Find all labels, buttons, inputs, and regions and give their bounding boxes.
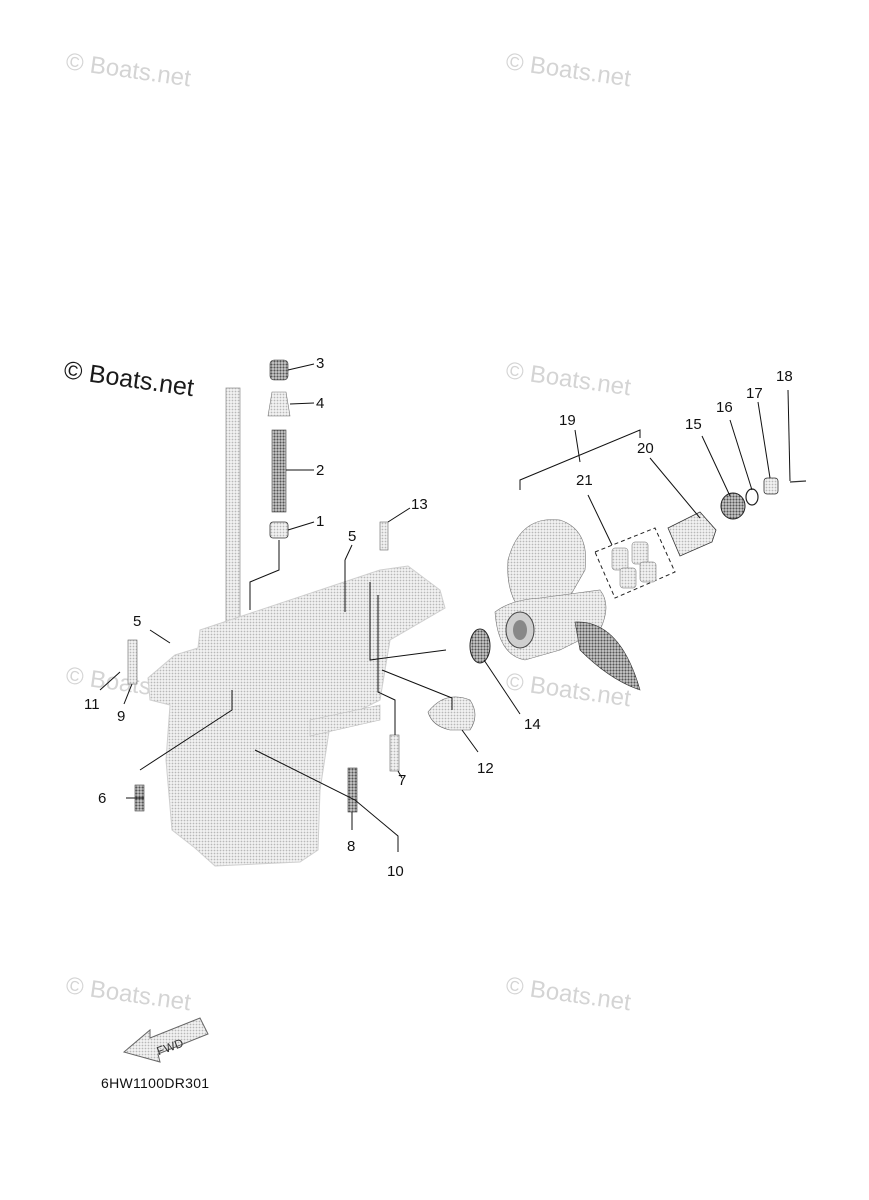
diagram-code: 6HW1100DR301 (101, 1075, 210, 1091)
callout-18: 18 (776, 368, 793, 385)
callout-7: 7 (398, 772, 407, 789)
part-3-cap (269, 359, 289, 381)
callout-9: 9 (117, 708, 126, 725)
callout-5: 5 (348, 528, 357, 545)
callout-3: 3 (316, 355, 325, 372)
part-7-bolt (389, 734, 400, 772)
part-2-rod (271, 429, 287, 513)
part-9-anode (127, 639, 138, 685)
forward-direction-arrow: FWD (122, 1017, 209, 1063)
part-16-ring (745, 488, 759, 506)
part-14-washer (469, 628, 491, 664)
callout-12: 12 (477, 760, 494, 777)
drive-shaft (225, 387, 241, 639)
callout-15: 15 (685, 416, 702, 433)
part-15-washer (720, 492, 746, 520)
part-19-propeller (494, 519, 641, 691)
part-4-bushing (267, 391, 291, 417)
lower-casing (147, 565, 446, 867)
part-18-pin (789, 480, 807, 483)
part-17-nut (763, 477, 779, 495)
part-1-grommet (269, 521, 289, 539)
part-20-hub (667, 511, 717, 557)
callout-8: 8 (347, 838, 356, 855)
part-13-bolt (379, 521, 389, 551)
callout-1: 1 (316, 513, 325, 530)
part-12-plate (427, 696, 476, 731)
callout-5: 5 (133, 613, 142, 630)
callout-4: 4 (316, 395, 325, 412)
callout-14: 14 (524, 716, 541, 733)
callout-11: 11 (84, 696, 100, 713)
callout-6: 6 (98, 790, 107, 807)
callout-16: 16 (716, 399, 733, 416)
callout-20: 20 (637, 440, 654, 457)
callout-2: 2 (316, 462, 325, 479)
leader-lines (99, 363, 791, 852)
callout-13: 13 (411, 496, 428, 513)
callout-10: 10 (387, 863, 404, 880)
part-8-anode (347, 767, 358, 813)
callout-19: 19 (559, 412, 576, 429)
callout-17: 17 (746, 385, 763, 402)
callout-21: 21 (576, 472, 593, 489)
part-21-damper-set (594, 527, 676, 599)
